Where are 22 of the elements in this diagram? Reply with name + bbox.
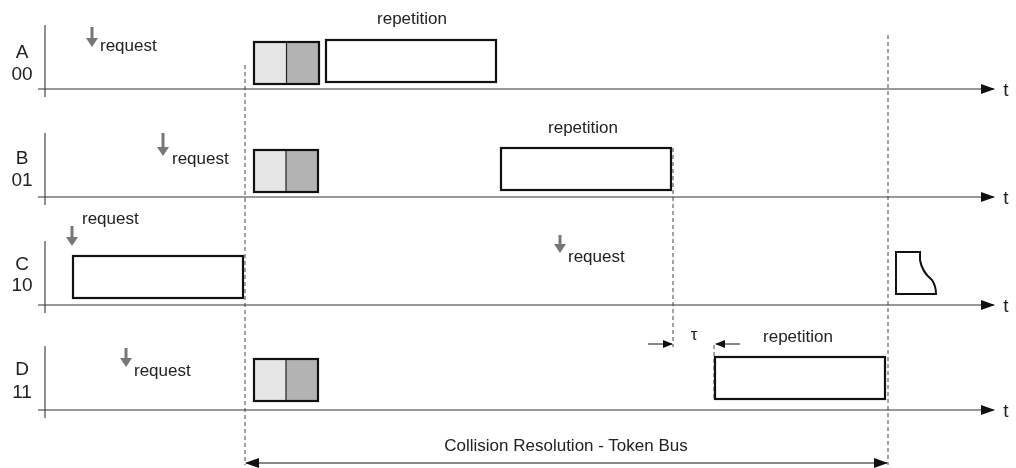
time-axis-label: t xyxy=(1003,400,1009,420)
request-label: request xyxy=(568,246,625,266)
request-label: request xyxy=(100,35,157,55)
time-axis-label: t xyxy=(1003,295,1009,315)
repetition-label: repetition xyxy=(377,8,447,28)
station-address: 10 xyxy=(11,274,33,294)
repetition-label: repetition xyxy=(548,117,618,137)
station-address: 00 xyxy=(11,63,33,83)
station-label: D xyxy=(15,358,29,378)
request-label: request xyxy=(82,208,139,228)
time-axis-label: t xyxy=(1003,79,1009,99)
tau-label: τ xyxy=(690,324,698,344)
station-address: 01 xyxy=(11,169,33,189)
request-label: request xyxy=(172,148,229,168)
dimension-label: Collision Resolution - Token Bus xyxy=(444,435,688,455)
station-address: 11 xyxy=(12,381,32,401)
time-axis-label: t xyxy=(1003,187,1009,207)
request-label: request xyxy=(134,360,191,380)
repetition-label: repetition xyxy=(763,326,833,346)
station-label: C xyxy=(15,253,29,273)
station-label: A xyxy=(15,41,29,61)
station-label: B xyxy=(15,147,29,167)
